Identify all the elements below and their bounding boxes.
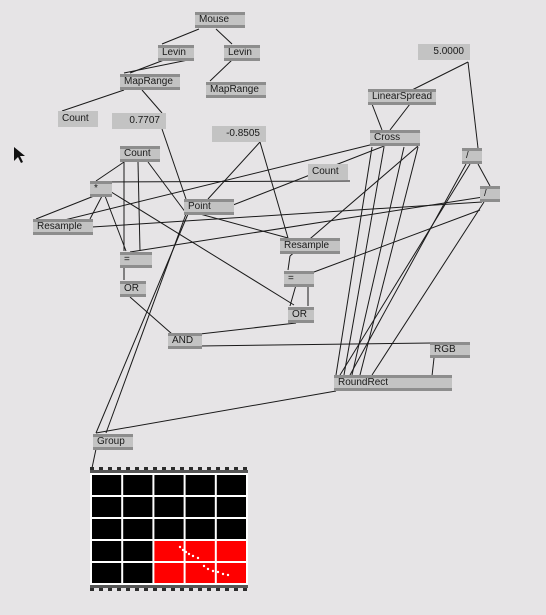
node-linearspread[interactable]: LinearSpread — [368, 89, 436, 105]
node-resample-1[interactable]: Resample — [33, 219, 93, 235]
renderer-cell-black — [154, 475, 184, 495]
node-label: Levin — [162, 47, 186, 58]
renderer-cell-red — [216, 541, 246, 561]
node-label: Mouse — [199, 14, 230, 25]
value-label: 5.0000 — [433, 46, 464, 57]
node-divide-1[interactable]: / — [462, 148, 482, 164]
node-count-3[interactable]: Count — [308, 164, 348, 180]
renderer-cell-black — [216, 497, 246, 517]
node-equals-2[interactable]: = — [284, 271, 314, 287]
renderer-cell-black — [185, 497, 215, 517]
node-group[interactable]: Group — [93, 434, 133, 450]
node-maprange-2[interactable]: MapRange — [206, 82, 266, 98]
node-mouse[interactable]: Mouse — [195, 12, 245, 28]
node-resample-2[interactable]: Resample — [280, 238, 340, 254]
node-value-2[interactable]: -0.8505 — [212, 126, 266, 142]
node-count-2[interactable]: Count — [120, 146, 160, 162]
node-label: Levin — [228, 47, 252, 58]
renderer-cell-red — [216, 563, 246, 583]
node-multiply[interactable]: * — [90, 181, 112, 197]
node-label: Resample — [37, 221, 83, 232]
renderer-cell-black — [185, 475, 215, 495]
node-label: RoundRect — [338, 377, 389, 388]
renderer-cell-black — [123, 563, 153, 583]
renderer-mouse-trail — [178, 545, 230, 577]
node-rgb[interactable]: RGB — [430, 342, 470, 358]
node-label: Count — [62, 113, 89, 124]
node-label: Count — [124, 148, 151, 159]
node-or-2[interactable]: OR — [288, 307, 314, 323]
node-levin-1[interactable]: Levin — [158, 45, 194, 61]
value-label: 0.7707 — [129, 115, 160, 126]
node-divide-2[interactable]: / — [480, 186, 500, 202]
node-or-1[interactable]: OR — [120, 281, 146, 297]
renderer-cell-black — [123, 541, 153, 561]
node-label: = — [288, 273, 294, 284]
node-value-3[interactable]: 5.0000 — [418, 44, 470, 60]
renderer-cell-black — [216, 519, 246, 539]
renderer-cell-black — [92, 541, 122, 561]
node-label: / — [466, 150, 469, 161]
node-label: Count — [312, 166, 339, 177]
mouse-cursor-icon — [14, 147, 25, 163]
node-label: OR — [292, 309, 307, 320]
node-label: = — [124, 254, 130, 265]
renderer-cell-black — [123, 475, 153, 495]
node-cross[interactable]: Cross — [370, 130, 420, 146]
renderer-cell-black — [92, 475, 122, 495]
node-and[interactable]: AND — [168, 333, 202, 349]
node-count-1[interactable]: Count — [58, 111, 98, 127]
node-label: Resample — [284, 240, 330, 251]
node-maprange-1[interactable]: MapRange — [120, 74, 180, 90]
node-value-1[interactable]: 0.7707 — [112, 113, 166, 129]
renderer-cell-black — [92, 497, 122, 517]
renderer-cell-black — [154, 519, 184, 539]
renderer-cell-red — [154, 563, 184, 583]
node-label: LinearSpread — [372, 91, 433, 102]
node-label: Cross — [374, 132, 401, 143]
renderer-cell-red — [185, 541, 215, 561]
renderer-cell-red — [154, 541, 184, 561]
node-label: MapRange — [210, 84, 259, 95]
node-roundrect[interactable]: RoundRect — [334, 375, 452, 391]
renderer-cell-black — [216, 475, 246, 495]
node-label: OR — [124, 283, 139, 294]
renderer-cell-black — [92, 519, 122, 539]
node-label: * — [94, 183, 98, 194]
renderer-cell-black — [185, 519, 215, 539]
renderer-window[interactable] — [90, 467, 248, 591]
node-label: Point — [188, 201, 211, 212]
node-equals-1[interactable]: = — [120, 252, 152, 268]
node-label: / — [484, 188, 487, 199]
renderer-cell-red — [185, 563, 215, 583]
renderer-cell-black — [92, 563, 122, 583]
renderer-cell-black — [123, 519, 153, 539]
value-label: -0.8505 — [226, 128, 260, 139]
node-point[interactable]: Point — [184, 199, 234, 215]
node-label: Group — [97, 436, 125, 447]
node-levin-2[interactable]: Levin — [224, 45, 260, 61]
renderer-cell-black — [154, 497, 184, 517]
node-label: RGB — [434, 344, 456, 355]
renderer-cell-black — [123, 497, 153, 517]
node-label: AND — [172, 335, 194, 346]
node-label: MapRange — [124, 76, 173, 87]
renderer-grid — [90, 473, 248, 585]
